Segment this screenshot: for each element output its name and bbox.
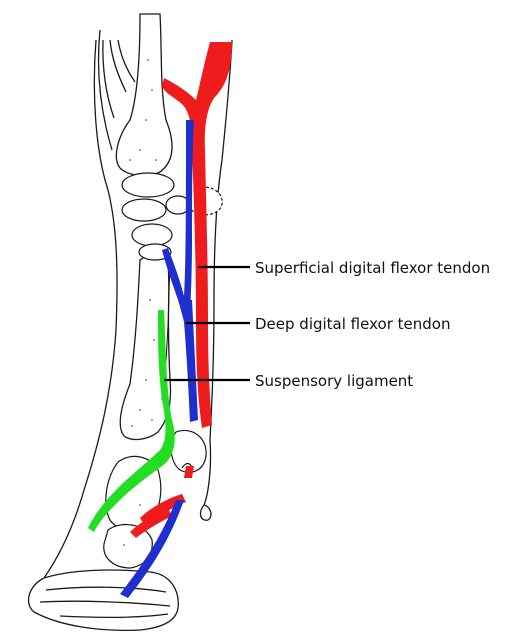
label-superficial-digital-flexor-tendon: Superficial digital flexor tendon (255, 259, 490, 277)
label-deep-digital-flexor-tendon: Deep digital flexor tendon (255, 315, 450, 333)
label-suspensory-ligament: Suspensory ligament (255, 372, 413, 390)
hoof (29, 570, 179, 630)
